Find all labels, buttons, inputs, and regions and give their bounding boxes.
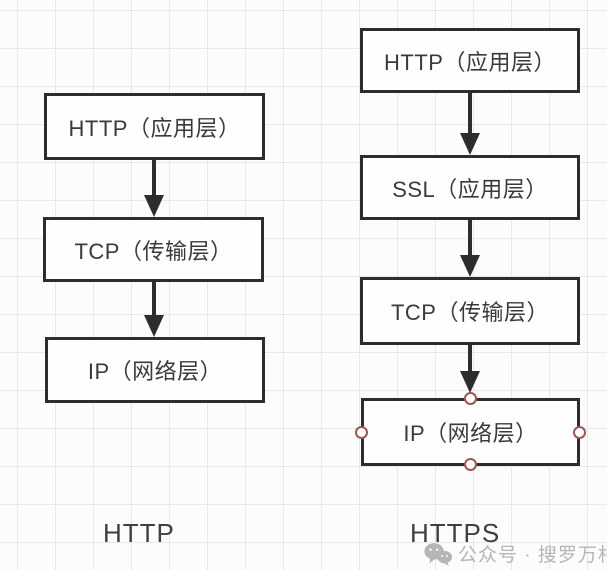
watermark: 公众号 · 搜罗万相 bbox=[424, 540, 607, 567]
node-label: IP（网络层） bbox=[403, 421, 538, 446]
node-tcp-transport-layer-left[interactable]: TCP（传输层） bbox=[43, 217, 264, 282]
node-ssl-application-layer-right[interactable]: SSL（应用层） bbox=[360, 155, 580, 220]
node-ip-network-layer-right[interactable]: IP（网络层） bbox=[361, 398, 580, 466]
arrow-head-icon bbox=[460, 371, 480, 393]
selection-handle-right[interactable] bbox=[573, 426, 586, 439]
node-label: TCP（传输层） bbox=[390, 300, 549, 325]
wechat-icon bbox=[424, 542, 452, 566]
node-http-application-layer-left[interactable]: HTTP（应用层） bbox=[44, 93, 265, 160]
selection-handle-bottom[interactable] bbox=[464, 458, 477, 471]
arrow-stem bbox=[468, 345, 472, 371]
node-ip-network-layer-left[interactable]: IP（网络层） bbox=[45, 337, 265, 403]
node-label: TCP（传输层） bbox=[74, 238, 233, 264]
arrow-http-to-tcp-left[interactable] bbox=[144, 160, 164, 217]
arrow-stem bbox=[152, 282, 156, 315]
arrow-stem bbox=[468, 220, 472, 255]
column-label-http[interactable]: HTTP bbox=[103, 518, 175, 548]
node-label: HTTP（应用层） bbox=[68, 115, 241, 141]
node-label: IP（网络层） bbox=[87, 359, 223, 384]
node-http-application-layer-right[interactable]: HTTP（应用层） bbox=[360, 28, 580, 93]
watermark-text: 公众号 · 搜罗万相 bbox=[458, 545, 607, 566]
arrow-tcp-to-ip-right[interactable] bbox=[460, 345, 480, 393]
arrow-head-icon bbox=[144, 195, 164, 217]
node-tcp-transport-layer-right[interactable]: TCP（传输层） bbox=[360, 277, 580, 345]
node-label: SSL（应用层） bbox=[392, 176, 548, 202]
arrow-head-icon bbox=[460, 133, 480, 155]
arrow-ssl-to-tcp-right[interactable] bbox=[460, 220, 480, 277]
selection-handle-top[interactable] bbox=[464, 392, 477, 405]
arrow-head-icon bbox=[144, 315, 164, 337]
arrow-tcp-to-ip-left[interactable] bbox=[144, 282, 164, 337]
arrow-head-icon bbox=[460, 255, 480, 277]
column-label-https[interactable]: HTTPS bbox=[410, 518, 501, 548]
arrow-http-to-ssl-right[interactable] bbox=[460, 93, 480, 155]
node-label: HTTP（应用层） bbox=[384, 49, 556, 75]
selection-handle-left[interactable] bbox=[355, 426, 368, 439]
arrow-stem bbox=[468, 93, 472, 133]
arrow-stem bbox=[152, 160, 156, 195]
